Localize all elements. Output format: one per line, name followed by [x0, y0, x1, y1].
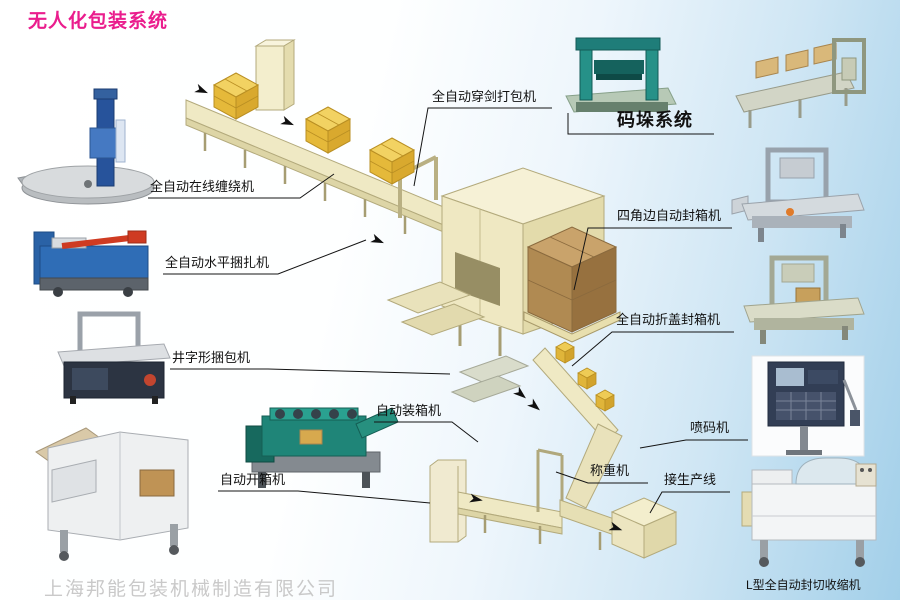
photo-l-sealer — [741, 457, 877, 567]
photo-palletizer — [735, 38, 866, 128]
photo-case-opener — [35, 427, 189, 561]
photo-flap-fold-sealer — [743, 255, 865, 344]
page-title: 无人化包装系统 — [28, 11, 169, 32]
box-stack — [213, 72, 259, 120]
conveyor-descent — [532, 341, 623, 509]
label-case-opener: 自动开箱机 — [220, 472, 286, 487]
photo-inkjet-printer — [751, 355, 865, 457]
box-stack — [305, 106, 351, 154]
photo-case-packer — [245, 407, 399, 488]
label-four-corner-sealer: 四角边自动封箱机 — [617, 208, 722, 223]
photo-press-machine — [565, 37, 677, 113]
label-palletizing-system: 码垛系统 — [617, 110, 693, 130]
label-well-strapper: 井字形捆包机 — [172, 350, 251, 365]
label-l-sealer: L型全自动封切收缩机 — [746, 578, 861, 592]
conveyor-bottom — [429, 448, 678, 559]
photo-well-strapper — [57, 311, 171, 404]
photo-horizontal-strapper — [33, 230, 149, 297]
label-inkjet-printer: 喷码机 — [690, 420, 730, 435]
weighing-gate — [536, 448, 564, 516]
conveyor-run-1 — [185, 99, 459, 251]
label-production-line: 接生产线 — [664, 472, 717, 487]
photo-four-corner-sealer — [731, 147, 865, 242]
photo-online-wrapper — [17, 88, 155, 205]
transfer-station — [610, 497, 678, 559]
box-stack — [369, 137, 415, 185]
label-online-wrapper: 全自动在线缠绕机 — [150, 179, 255, 194]
central-line-illustration — [185, 39, 678, 559]
label-sword-strapper: 全自动穿剑打包机 — [432, 89, 537, 104]
label-horizontal-strapper: 全自动水平捆扎机 — [165, 255, 270, 270]
label-flap-fold-sealer: 全自动折盖封箱机 — [616, 312, 721, 327]
watermark-company-name: 上海邦能包装机械制造有限公司 — [44, 579, 339, 600]
leader-lines — [148, 107, 748, 514]
palletized-load — [523, 226, 621, 343]
line-control-tower — [254, 39, 296, 111]
pallet-platforms — [386, 281, 530, 403]
label-weigher: 称重机 — [590, 463, 630, 478]
label-case-packer: 自动装箱机 — [376, 403, 442, 418]
